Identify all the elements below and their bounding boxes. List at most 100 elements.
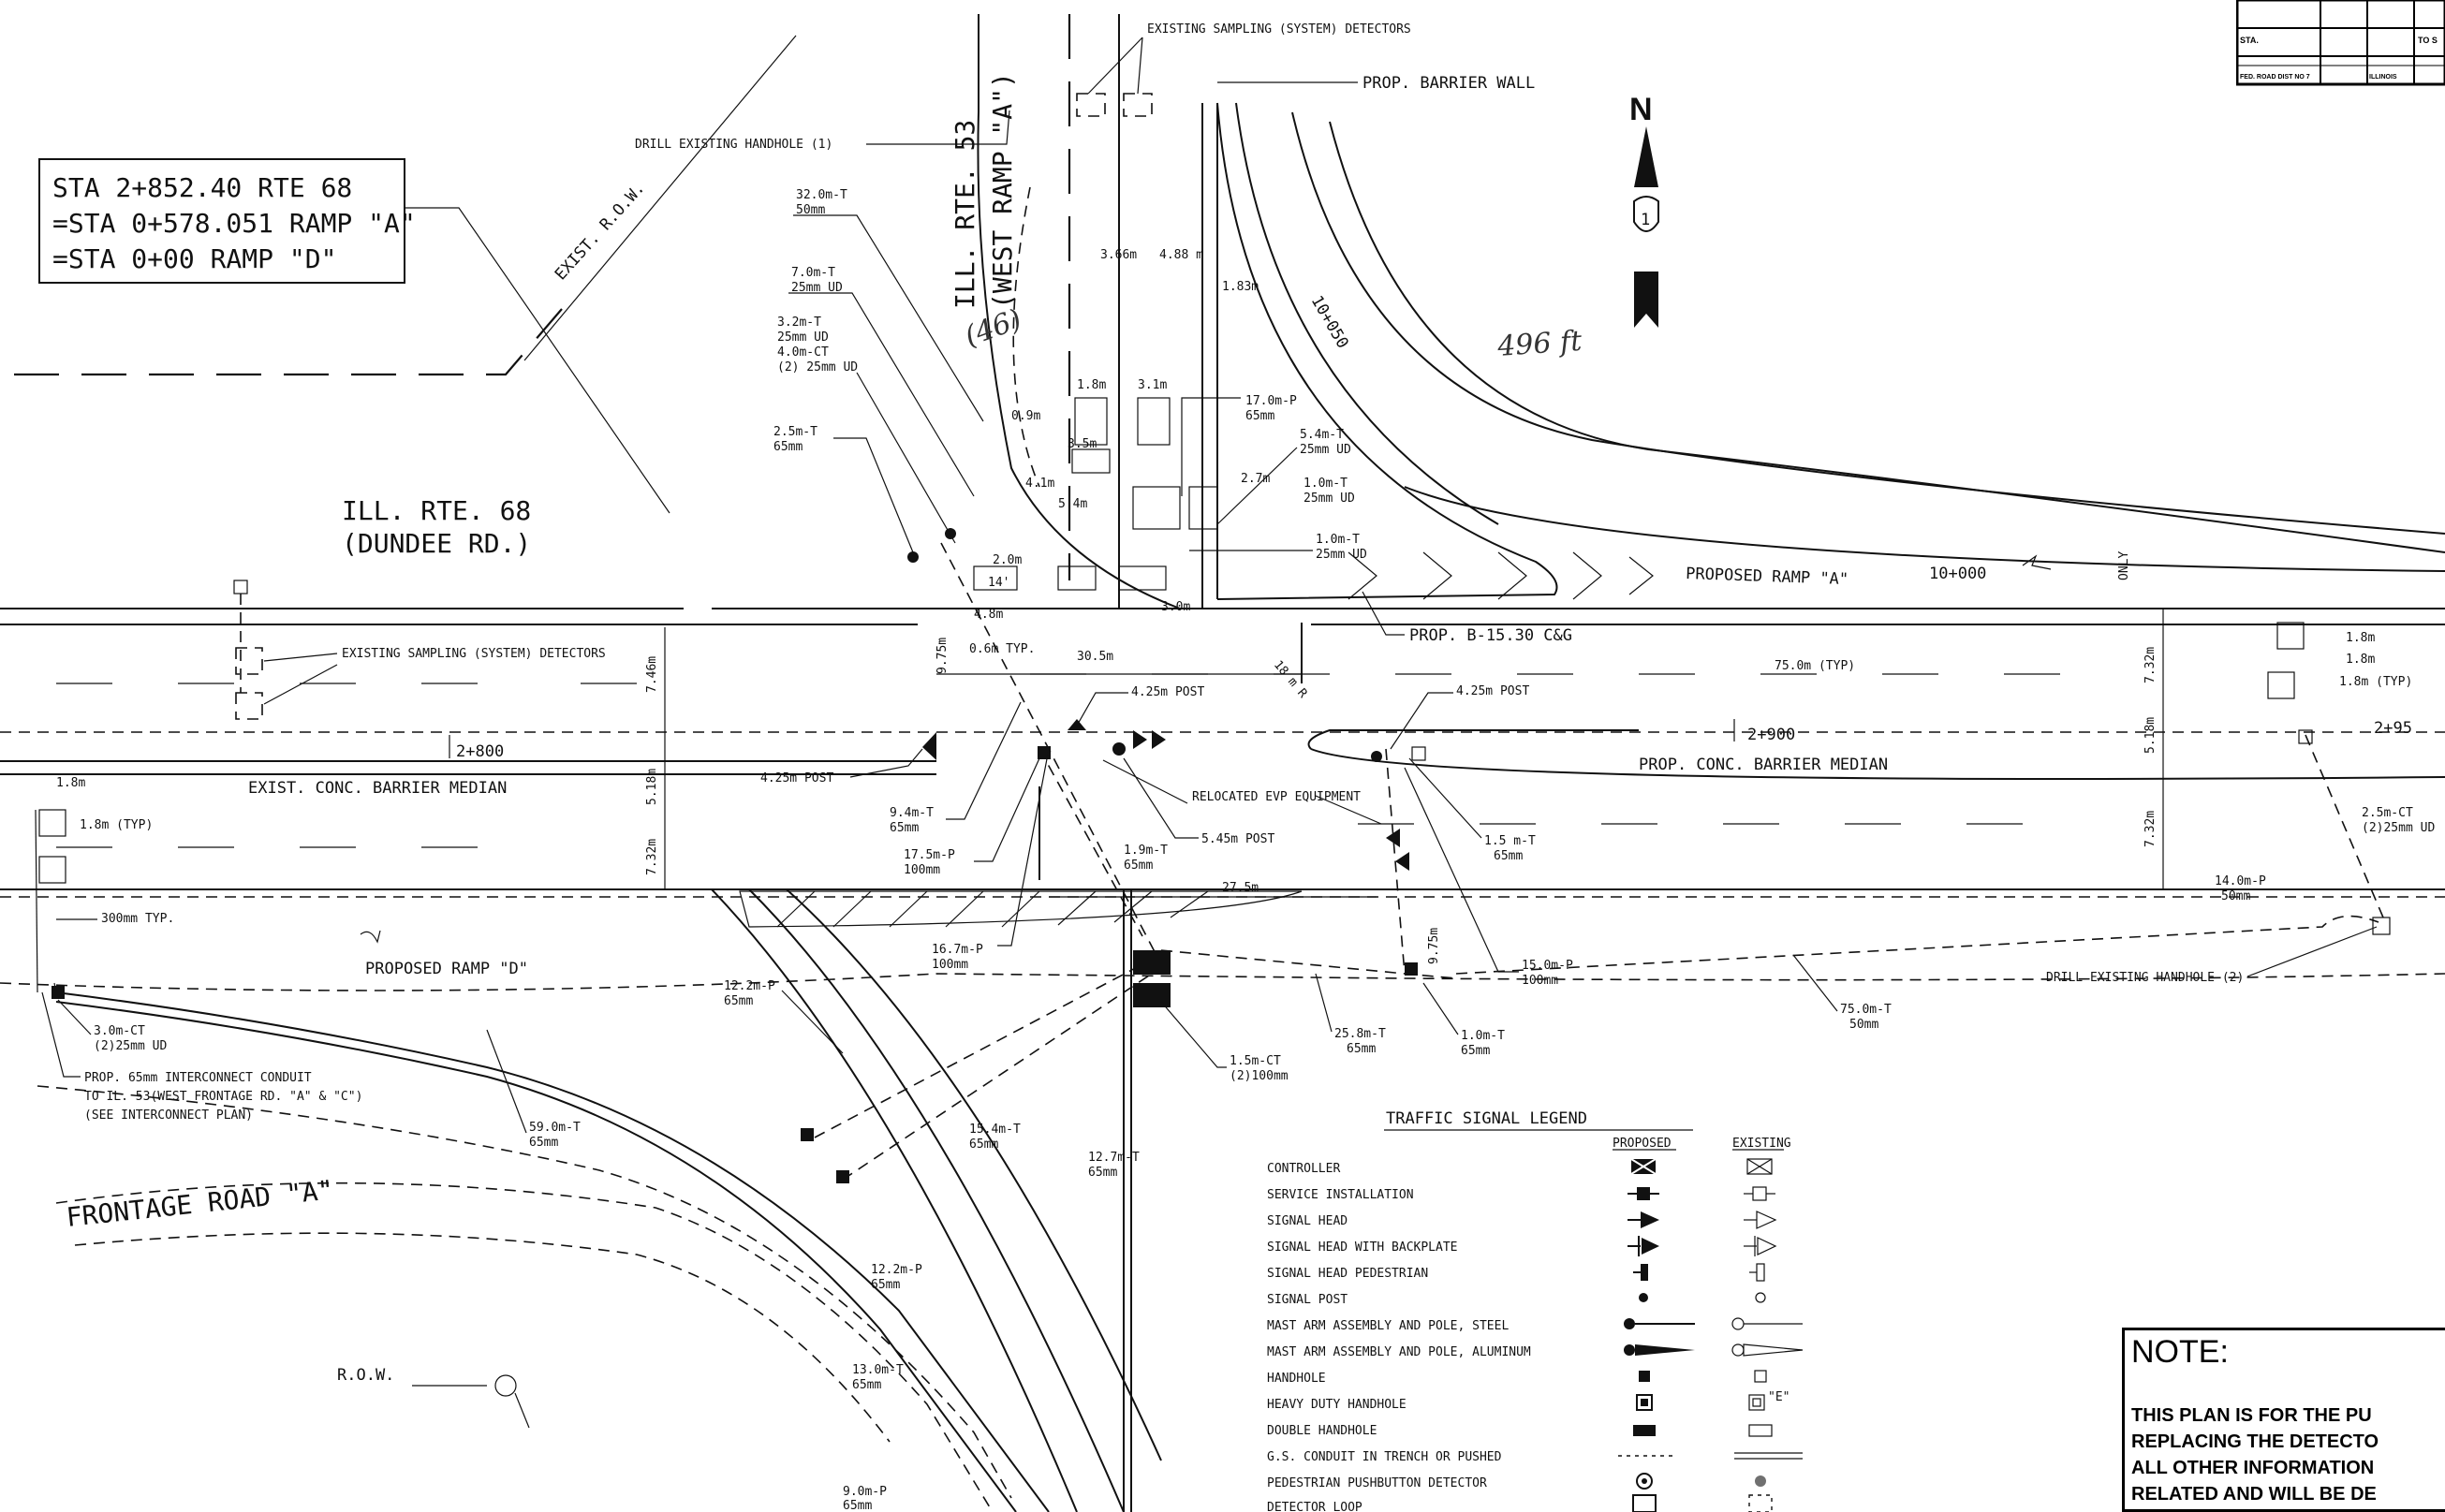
curb-gutter-label: PROP. B-15.30 C&G bbox=[1409, 626, 1572, 645]
legend-item-label: DOUBLE HANDHOLE bbox=[1267, 1424, 1377, 1438]
dim-06-typ: 0.6m TYP. bbox=[969, 642, 1035, 656]
title-block: STA. TO S FED. ROAD DIST NO 7 ILLINOIS bbox=[2235, 0, 2445, 88]
signal-equipment bbox=[52, 528, 2391, 1183]
conduit-label: 25mm UD bbox=[1300, 443, 1351, 457]
sampling-top-label: EXISTING SAMPLING (SYSTEM) DETECTORS bbox=[1147, 22, 1411, 37]
dim-975-left: 9.75m bbox=[935, 638, 950, 674]
rte68-name: ILL. RTE. 68 bbox=[342, 495, 531, 526]
title-sta: STA. bbox=[2240, 36, 2259, 45]
conduit-label: 65mm bbox=[529, 1136, 558, 1150]
conduit-label: 1.0m-T bbox=[1304, 477, 1348, 491]
conduit-label: 4.0m-CT bbox=[777, 345, 829, 360]
controller-icon bbox=[1746, 1158, 1773, 1175]
pushbutton-icon bbox=[1755, 1475, 1766, 1487]
dim-732-left: 7.32m bbox=[645, 839, 659, 875]
dim-20: 2.0m bbox=[993, 553, 1022, 567]
dim-18r: 18 m R bbox=[1271, 658, 1310, 701]
station-equation-box: STA 2+852.40 RTE 68 =STA 0+578.051 RAMP … bbox=[38, 158, 670, 514]
conduit-label: 65mm bbox=[1494, 849, 1523, 863]
conduit-label: 12.2m-P bbox=[724, 979, 775, 993]
signal-head-backplate-icon bbox=[1744, 1236, 1777, 1256]
legend-item-label: SIGNAL HEAD bbox=[1267, 1214, 1348, 1228]
conduit-label: (2)25mm UD bbox=[94, 1039, 167, 1053]
controller-icon bbox=[1630, 1158, 1657, 1175]
dim-30: 3.0m bbox=[1161, 600, 1190, 614]
conduit-label: 5.4m-T bbox=[1300, 428, 1344, 442]
dim-27: 2.7m bbox=[1241, 472, 1270, 486]
ped-head-icon bbox=[1633, 1264, 1648, 1281]
conduit-label: 12.2m-P bbox=[871, 1263, 922, 1277]
dim-732-right-a: 7.32m bbox=[2143, 647, 2158, 683]
conduit-label: 1.0m-T bbox=[1316, 533, 1360, 547]
dim-183: 1.83m bbox=[1222, 280, 1259, 294]
conduit-label: 50mm bbox=[1849, 1018, 1878, 1032]
legend-item-label: MAST ARM ASSEMBLY AND POLE, STEEL bbox=[1267, 1319, 1509, 1333]
legend-col-existing: EXISTING bbox=[1732, 1137, 1791, 1151]
conduit-label: 65mm bbox=[843, 1499, 872, 1512]
conduit-size-labels: 32.0m-T 50mm 7.0m-T 25mm UD 3.2m-T 25mm … bbox=[57, 188, 2435, 1512]
conduit-label: 65mm bbox=[1347, 1042, 1376, 1056]
handhole-icon bbox=[1038, 746, 1051, 759]
conduit-label: 100mm bbox=[932, 958, 968, 972]
conduit-label: 50mm bbox=[796, 203, 825, 217]
note-line: RELATED AND WILL BE DE bbox=[2131, 1484, 2377, 1505]
handhole-icon bbox=[1754, 1370, 1767, 1383]
conduit-label: (2)100mm bbox=[1230, 1069, 1289, 1083]
station-2900: 2+900 bbox=[1747, 726, 1795, 744]
legend-item-label: SIGNAL POST bbox=[1267, 1293, 1348, 1307]
drill-handhole-2-label: DRILL EXISTING HANDHOLE (2) bbox=[2046, 971, 2244, 985]
conduit-label: 25.8m-T bbox=[1334, 1027, 1386, 1041]
dim-18-right-typ: 1.8m (TYP) bbox=[2339, 675, 2412, 689]
mast-steel-icon bbox=[1731, 1317, 1803, 1330]
conduit-label: 65mm bbox=[852, 1378, 881, 1392]
signal-head-icon bbox=[1744, 1211, 1777, 1229]
conduit-label: 65mm bbox=[969, 1138, 998, 1152]
exist-row-label: EXIST. R.O.W. bbox=[552, 179, 649, 284]
dim-975-right: 9.75m bbox=[1427, 928, 1441, 964]
conduit-label: 32.0m-T bbox=[796, 188, 847, 202]
conduit-label: 59.0m-T bbox=[529, 1121, 581, 1135]
conduit-label: 65mm bbox=[1461, 1044, 1490, 1058]
legend-item-label: SERVICE INSTALLATION bbox=[1267, 1188, 1414, 1202]
conduit-label: (2)25mm UD bbox=[2362, 821, 2435, 835]
conduit-label: 100mm bbox=[1522, 974, 1558, 988]
legend-item-label: HEAVY DUTY HANDHOLE bbox=[1267, 1398, 1407, 1412]
controller-icon bbox=[1133, 950, 1171, 975]
dim-14ft: 14' bbox=[988, 576, 1009, 590]
dim-18-right-b: 1.8m bbox=[2346, 653, 2375, 667]
ramp-a-label: PROPOSED RAMP "A" bbox=[1686, 565, 1849, 589]
dim-54: 5.4m bbox=[1058, 497, 1087, 511]
conduit-label: 17.0m-P bbox=[1245, 394, 1297, 408]
conduit-label: 65mm bbox=[1245, 409, 1274, 423]
ramp-d-and-frontage: PROPOSED RAMP "D" FRONTAGE ROAD "A" bbox=[37, 888, 1162, 1512]
loop-icon bbox=[1632, 1494, 1657, 1512]
conduit-label: 14.0m-P bbox=[2215, 874, 2266, 888]
conduit-label: 3.2m-T bbox=[777, 316, 821, 330]
conduit-runs bbox=[35, 542, 2384, 1181]
hd-handhole-icon: "E" bbox=[1748, 1390, 1790, 1411]
interconnect-line-1: PROP. 65mm INTERCONNECT CONDUIT bbox=[84, 1071, 312, 1085]
title-state: ILLINOIS bbox=[2369, 74, 2397, 81]
conduit-label: 17.5m-P bbox=[904, 848, 955, 862]
conduit-label: 9.4m-T bbox=[890, 806, 934, 820]
post-425-a: 4.25m POST bbox=[1131, 685, 1204, 699]
row-bottom-label: R.O.W. bbox=[337, 1366, 394, 1385]
conduit-label: 65mm bbox=[871, 1278, 900, 1292]
interconnect-line-3: (SEE INTERCONNECT PLAN) bbox=[84, 1108, 253, 1123]
legend-item-label: DETECTOR LOOP bbox=[1267, 1501, 1362, 1512]
dim-518: 5.18m bbox=[645, 769, 659, 805]
title-block-frame: STA. TO S FED. ROAD DIST NO 7 ILLINOIS bbox=[2235, 0, 2445, 86]
only-pavement-marking: ONLY bbox=[2117, 551, 2131, 580]
exist-median-label: EXIST. CONC. BARRIER MEDIAN bbox=[248, 779, 507, 798]
route-68-roadway: ILL. RTE. 68 (DUNDEE RD.) EXIST. CONC. B… bbox=[0, 495, 2445, 991]
post-425-c: 4.25m POST bbox=[760, 771, 833, 785]
conduit-label: 100mm bbox=[904, 863, 940, 877]
mast-alum-icon bbox=[1731, 1343, 1804, 1357]
mast-steel-icon bbox=[1624, 1318, 1695, 1329]
conduit-label: 50mm bbox=[2221, 889, 2250, 903]
station-2800: 2+800 bbox=[456, 742, 504, 761]
note-box: NOTE: THIS PLAN IS FOR THE PU REPLACING … bbox=[2122, 1328, 2445, 1512]
signal-head-icon bbox=[922, 732, 936, 760]
note-line: ALL OTHER INFORMATION bbox=[2131, 1458, 2375, 1478]
